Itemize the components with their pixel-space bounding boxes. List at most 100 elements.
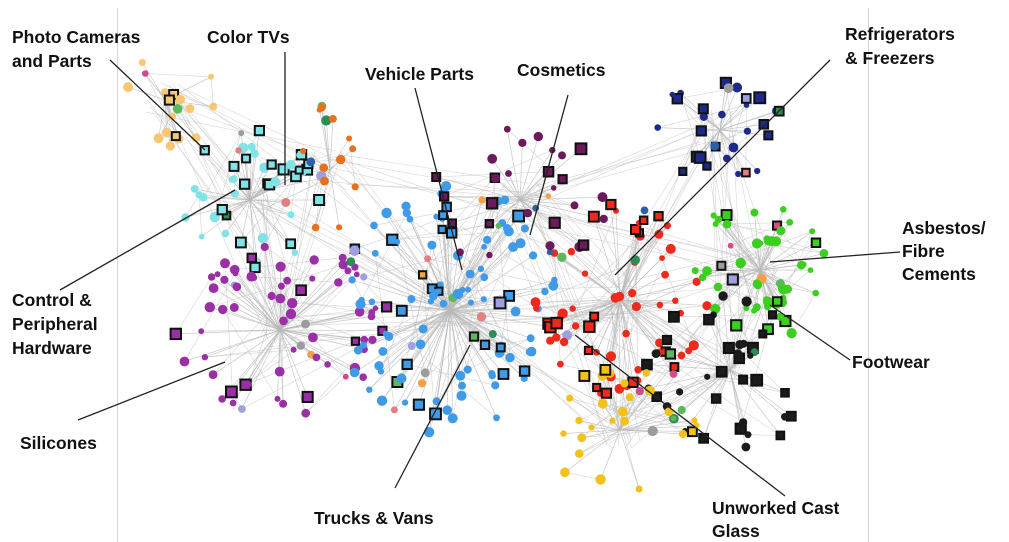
product-node xyxy=(718,291,728,301)
product-node xyxy=(781,413,789,421)
product-node xyxy=(317,103,326,112)
product-node-square xyxy=(401,358,413,371)
label-footwear: Footwear xyxy=(852,352,930,372)
product-node xyxy=(735,257,746,269)
product-node-square xyxy=(710,393,722,404)
product-node xyxy=(647,425,658,437)
product-node xyxy=(238,130,245,137)
product-node xyxy=(427,240,437,250)
product-node xyxy=(185,104,195,114)
product-node-square xyxy=(703,313,715,326)
product-node xyxy=(301,319,310,329)
product-node xyxy=(351,183,359,191)
product-node-square xyxy=(750,373,764,387)
product-node xyxy=(338,260,348,270)
product-node xyxy=(458,381,466,390)
product-node-square xyxy=(693,151,707,164)
product-node-square xyxy=(468,331,480,342)
product-node xyxy=(710,141,720,151)
product-node-square xyxy=(600,387,612,399)
product-node xyxy=(260,242,269,252)
product-node-square xyxy=(548,216,561,229)
product-node xyxy=(698,273,707,282)
product-node xyxy=(763,302,772,310)
product-node-square xyxy=(249,261,261,274)
product-node xyxy=(631,302,642,312)
cluster-labels: Photo Cameras and Parts Color TVs Vehicl… xyxy=(12,24,991,541)
product-node xyxy=(366,386,373,393)
product-node xyxy=(744,431,752,439)
product-node xyxy=(741,296,752,307)
product-node xyxy=(735,340,745,350)
product-node xyxy=(415,339,426,350)
product-node xyxy=(359,341,367,349)
product-node xyxy=(560,467,570,478)
product-node xyxy=(300,147,307,155)
product-node xyxy=(620,379,629,388)
label-asbestos: Asbestos/ Fibre Cements xyxy=(902,218,991,284)
product-node xyxy=(741,442,751,452)
product-node-square xyxy=(716,260,727,271)
product-node xyxy=(245,381,252,388)
product-node xyxy=(751,307,757,314)
product-node xyxy=(198,233,205,240)
label-cosmetics: Cosmetics xyxy=(517,60,606,80)
product-node-square xyxy=(726,273,739,286)
product-node xyxy=(529,251,538,260)
product-node xyxy=(545,241,555,251)
product-node-square xyxy=(170,131,181,142)
product-node xyxy=(783,284,793,294)
product-node xyxy=(208,370,218,379)
product-node-square xyxy=(512,209,526,223)
product-node xyxy=(699,112,708,122)
product-node xyxy=(727,242,734,249)
product-node xyxy=(548,280,559,291)
product-node-square xyxy=(715,365,728,378)
product-node xyxy=(235,147,242,154)
product-node xyxy=(800,261,807,268)
product-node xyxy=(267,291,276,301)
leader-trucks xyxy=(394,344,471,489)
product-node xyxy=(309,275,316,282)
product-node-square xyxy=(479,339,491,351)
product-node xyxy=(577,433,587,442)
product-node xyxy=(401,201,411,211)
product-node-square xyxy=(678,166,688,177)
product-node xyxy=(526,334,535,343)
product-node xyxy=(374,361,384,371)
product-node xyxy=(349,367,360,378)
product-node xyxy=(204,302,215,313)
product-node-square xyxy=(741,167,751,178)
product-node xyxy=(153,133,164,144)
product-node xyxy=(382,330,389,337)
product-node xyxy=(165,141,175,151)
product-node-square xyxy=(758,119,770,130)
product-node xyxy=(672,297,679,304)
product-node xyxy=(283,276,292,285)
product-node xyxy=(309,255,319,265)
product-node xyxy=(168,112,177,121)
label-control-hardware: Control & Peripheral Hardware xyxy=(12,290,102,358)
product-node-square xyxy=(431,172,442,182)
product-node xyxy=(463,365,472,374)
product-node xyxy=(691,267,699,275)
product-node xyxy=(354,307,365,317)
leader-silicones xyxy=(77,361,226,421)
product-node-square xyxy=(277,163,290,176)
product-node xyxy=(381,207,392,219)
product-node xyxy=(622,329,630,338)
product-node xyxy=(208,283,219,293)
product-node xyxy=(665,243,676,254)
product-node xyxy=(320,176,329,186)
product-node xyxy=(515,238,526,249)
product-node xyxy=(420,368,430,378)
product-node xyxy=(557,308,568,319)
product-node xyxy=(336,224,343,231)
product-node-square xyxy=(412,398,425,411)
product-node xyxy=(377,368,385,375)
product-node-square xyxy=(720,209,733,222)
product-node xyxy=(285,160,296,170)
product-node xyxy=(465,269,475,279)
product-node xyxy=(518,138,527,147)
product-node xyxy=(644,385,655,396)
